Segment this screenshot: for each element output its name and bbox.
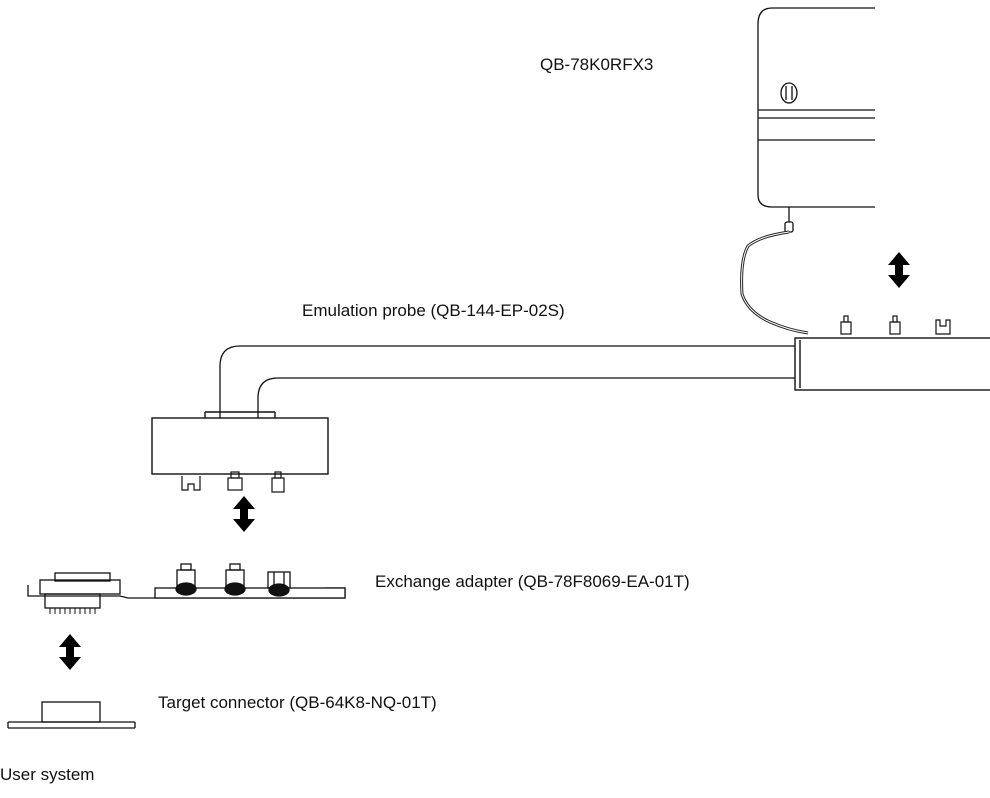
probe-cable (219, 345, 795, 418)
double-arrow-icon (888, 252, 910, 288)
emulator-unit (757, 7, 875, 233)
ground-cable (740, 230, 809, 335)
emulation-probe-label: Emulation probe (QB-144-EP-02S) (302, 301, 565, 320)
knob-icon (780, 82, 798, 104)
emulator-label: QB-78K0RFX3 (540, 55, 654, 74)
user-system-label: User system (0, 765, 95, 784)
double-arrow-icon (233, 496, 255, 532)
target-connector (7, 701, 136, 729)
probe-connector-block (794, 315, 990, 391)
exchange-adapter-label: Exchange adapter (QB-78F8069-EA-01T) (375, 572, 690, 591)
target-connector-label: Target connector (QB-64K8-NQ-01T) (158, 693, 437, 712)
double-arrow-icon (59, 634, 81, 670)
exchange-adapter (27, 563, 346, 614)
probe-head (151, 411, 329, 493)
